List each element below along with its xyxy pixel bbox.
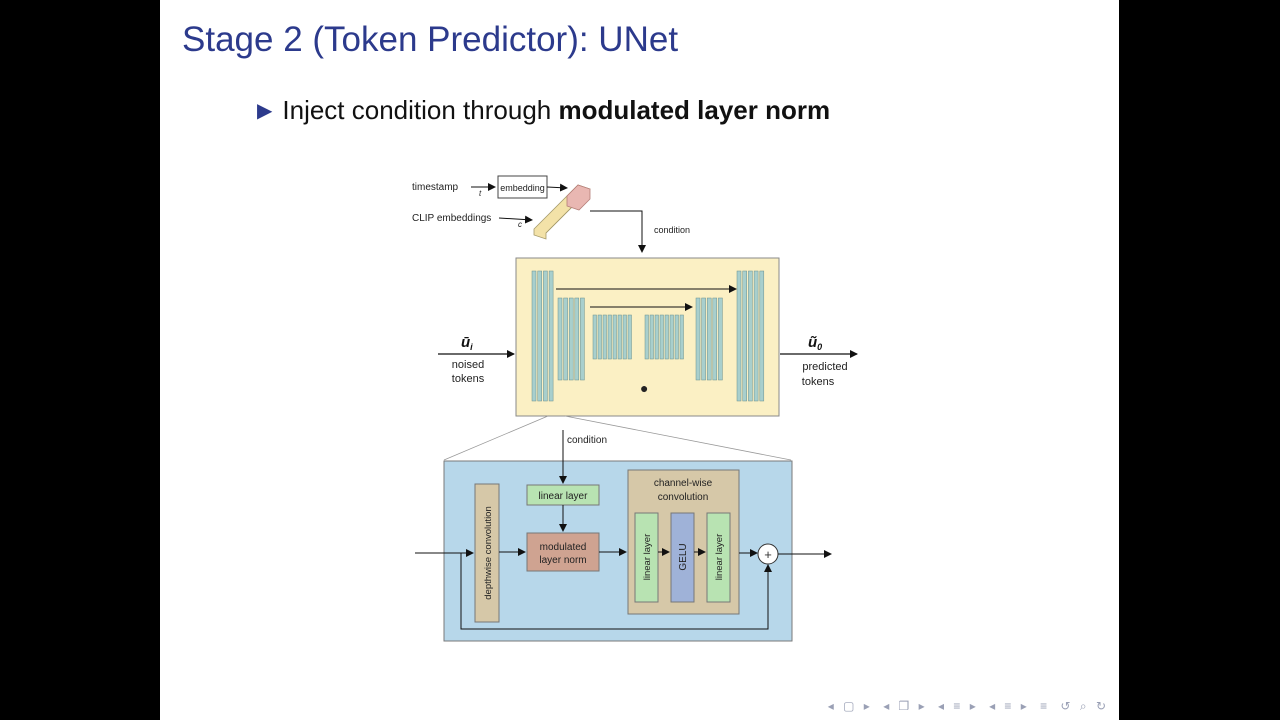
slide-title: Stage 2 (Token Predictor): UNet [182,20,679,59]
unet-layer-bar [706,297,712,381]
channel-conv-label-1: channel-wise [654,478,713,489]
linear-layer-a-box [634,512,659,603]
condition-top-label: condition [654,225,690,235]
unet-layer-bar [759,270,765,402]
unet-layer-bar [695,297,701,381]
unet-layer-bar [679,314,684,360]
modulated-norm-label-1: modulated [540,542,587,553]
unet-layer-bar [753,270,759,402]
modulated-layer-norm-box [526,532,600,572]
depthwise-conv-label: depthwise convolution [483,506,494,599]
unet-layer-bar [548,270,554,402]
nav-frame-icon[interactable]: ◂ ▢ ▸ [827,699,873,713]
nav-subsection-icon[interactable]: ◂ ❐ ▸ [883,699,928,713]
presentation-nav-bar: ◂ ▢ ▸ ◂ ❐ ▸ ◂ ≡ ▸ ◂ ≡ ▸ ≡ ↺ ⌕ ↻ [824,699,1109,714]
bullet-marker-icon: ▶ [257,100,273,122]
output-var: ũ0 [808,334,822,352]
input-label-noised: noised [452,359,484,371]
unet-diagram: timestamp t embedding CLIP embeddings c … [412,175,858,642]
gelu-label: GELU [678,543,689,570]
unet-layer-bar [718,297,723,381]
unet-layer-bar [543,270,548,402]
unet-layer-bar [736,270,742,402]
unet-layer-bar [627,314,632,360]
linear-layer-label: linear layer [539,491,589,502]
zoom-line-left [443,415,549,461]
cursor-icon: ● [640,380,648,396]
unet-layer-bar [622,314,627,360]
unet-layer-bar [644,314,649,360]
nav-toc-icon[interactable]: ≡ [1040,699,1051,713]
unet-layer-bar [664,314,669,360]
output-label-predicted: predicted [802,361,847,373]
nav-section-icon[interactable]: ◂ ≡ ▸ [938,699,979,713]
unet-layer-bar [607,314,612,360]
clip-embeddings-label: CLIP embeddings [412,213,491,224]
unet-layer-bar [659,314,664,360]
nav-subsubsection-icon[interactable]: ◂ ≡ ▸ [989,699,1030,713]
unet-layer-bar [742,270,747,402]
input-var: ūi [461,334,473,352]
channel-conv-label-2: convolution [658,492,709,503]
depthwise-conv-box [474,483,500,623]
condition-top-line [590,210,646,253]
unet-layer-bar [580,297,585,381]
plus-symbol: + [764,547,772,562]
input-label-tokens: tokens [452,373,485,385]
condition-bottom-label: condition [567,435,607,446]
timestamp-label: timestamp [412,182,459,193]
residual-path [460,553,772,630]
clip-var: c [518,220,522,229]
unet-layer-bar [597,314,602,360]
unet-layer-bar [602,314,607,360]
bullet-text: Inject condition through [282,95,559,125]
slide: Stage 2 (Token Predictor): UNet ▶ Inject … [160,0,1119,720]
linear-layer-b-label: linear layer [714,534,725,580]
unet-layer-bar [531,270,537,402]
output-label-tokens: tokens [802,376,835,388]
condition-token-pink [566,184,591,211]
unet-layer-bar [557,297,563,381]
unet-layer-bar [568,297,574,381]
clip-arrow [498,215,533,224]
unet-layer-bar [617,314,622,360]
unet-layer-bar [701,297,706,381]
linear-layer-b-box [706,512,731,603]
modulated-norm-label-2: layer norm [539,555,586,566]
unet-layer-bar [748,270,753,402]
zoom-line-right [564,415,792,461]
unet-layer-bar [654,314,659,360]
timestamp-var: t [479,189,482,198]
bullet-bold-text: modulated layer norm [558,95,831,125]
unet-layer-bar [563,297,568,381]
embedding-label: embedding [500,183,545,193]
unet-layer-bar [669,314,674,360]
unet-layer-bar [649,314,654,360]
linear-layer-a-label: linear layer [642,534,653,580]
unet-layer-bar [537,270,542,402]
nav-search-icon[interactable]: ↺ ⌕ ↻ [1060,699,1109,713]
unet-layer-bar [612,314,617,360]
unet-layer-bar [674,314,679,360]
bullet-item: ▶ Inject condition through modulated laye… [257,95,830,126]
unet-layer-bar [712,297,718,381]
gelu-box [670,512,695,603]
embedding-arrow [546,183,568,192]
unet-layer-bar [574,297,580,381]
unet-layer-bar [592,314,597,360]
unet-layer-bars [531,270,765,402]
